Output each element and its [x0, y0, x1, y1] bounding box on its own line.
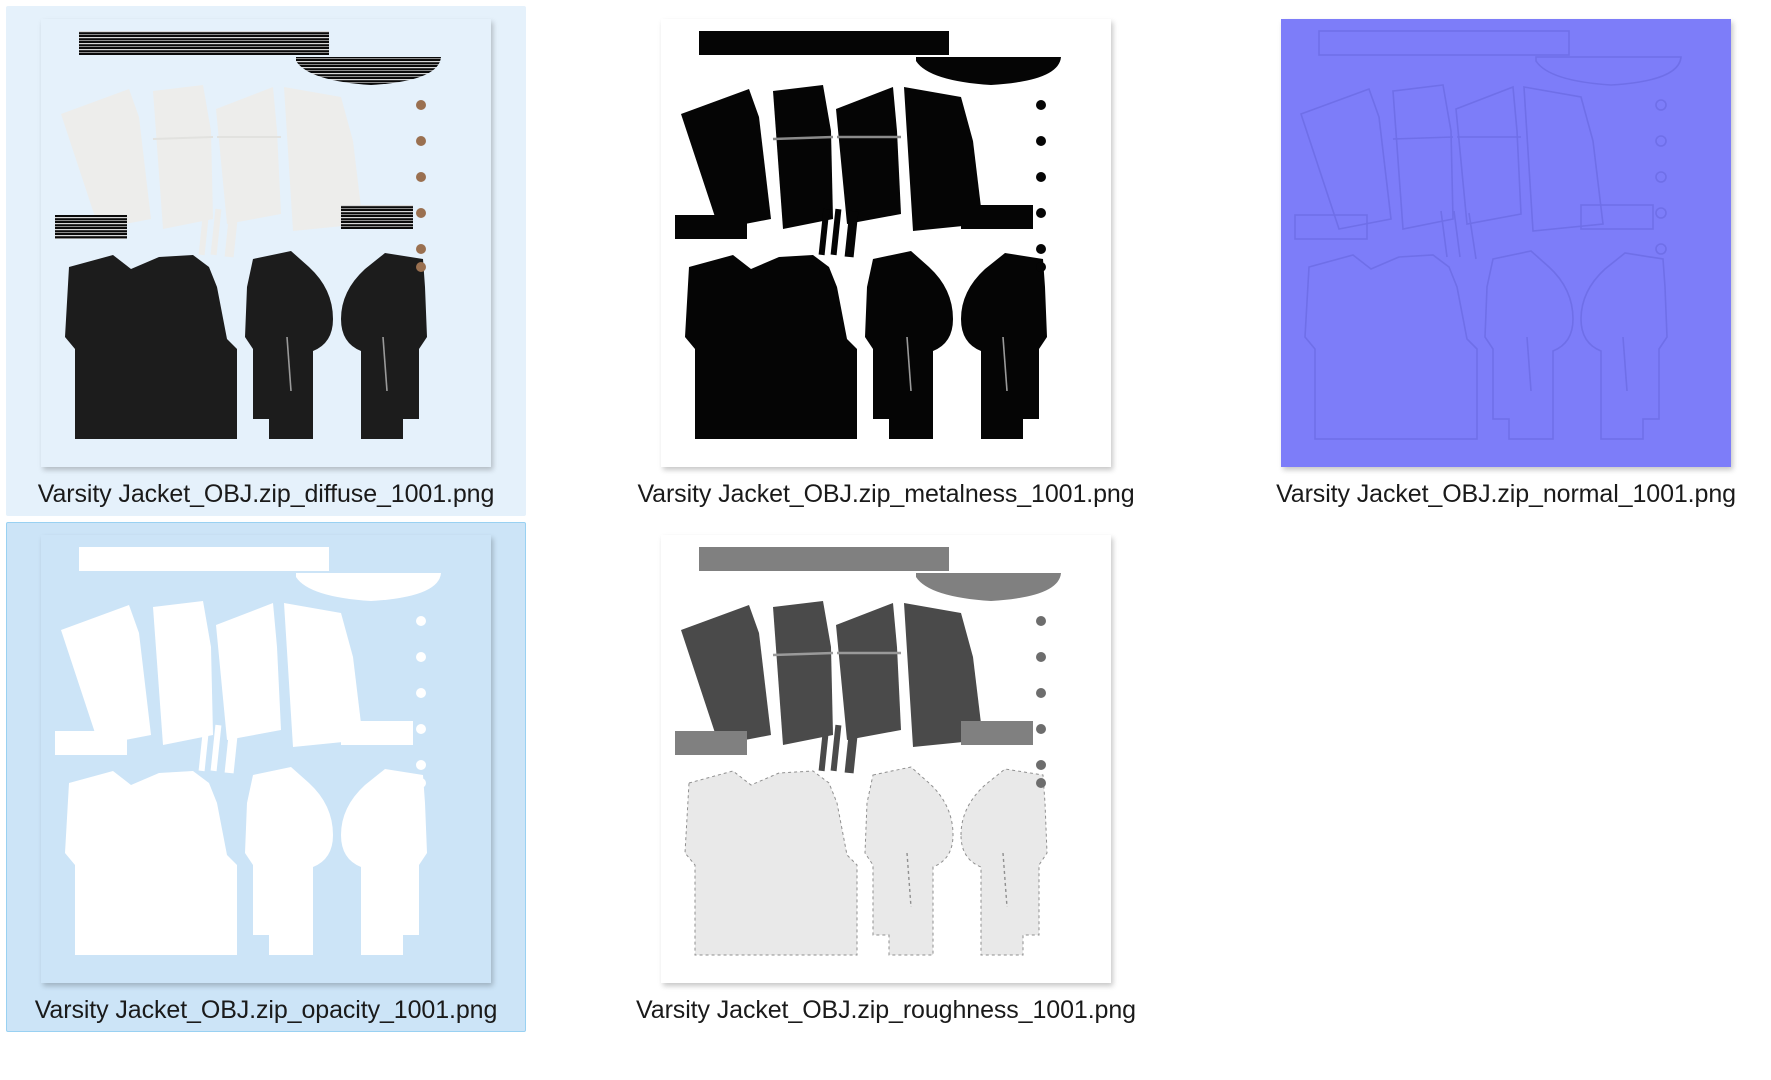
file-name-label: Varsity Jacket_OBJ.zip_roughness_1001.pn…	[636, 996, 1136, 1024]
file-item-roughness[interactable]: Varsity Jacket_OBJ.zip_roughness_1001.pn…	[626, 522, 1146, 1032]
thumbnail-opacity[interactable]	[40, 533, 492, 985]
file-name-label: Varsity Jacket_OBJ.zip_normal_1001.png	[1276, 480, 1736, 508]
file-name-label: Varsity Jacket_OBJ.zip_opacity_1001.png	[34, 996, 498, 1024]
metalness-map-art	[675, 31, 1061, 439]
file-item-opacity[interactable]: Varsity Jacket_OBJ.zip_opacity_1001.png	[6, 522, 526, 1032]
file-name-label: Varsity Jacket_OBJ.zip_metalness_1001.pn…	[637, 480, 1135, 508]
thumbnail-normal[interactable]	[1280, 17, 1732, 469]
thumbnail-diffuse[interactable]	[40, 17, 492, 469]
file-item-diffuse[interactable]: Varsity Jacket_OBJ.zip_diffuse_1001.png	[6, 6, 526, 516]
file-name-label: Varsity Jacket_OBJ.zip_diffuse_1001.png	[37, 480, 495, 508]
normal-map-art	[1294, 30, 1682, 440]
thumbnail-roughness[interactable]	[660, 533, 1112, 985]
file-item-normal[interactable]: Varsity Jacket_OBJ.zip_normal_1001.png	[1246, 6, 1766, 516]
file-item-metalness[interactable]: Varsity Jacket_OBJ.zip_metalness_1001.pn…	[626, 6, 1146, 516]
opacity-map-art	[55, 547, 441, 955]
diffuse-map-art	[55, 31, 441, 439]
thumbnail-metalness[interactable]	[660, 17, 1112, 469]
roughness-map-art	[675, 547, 1061, 956]
